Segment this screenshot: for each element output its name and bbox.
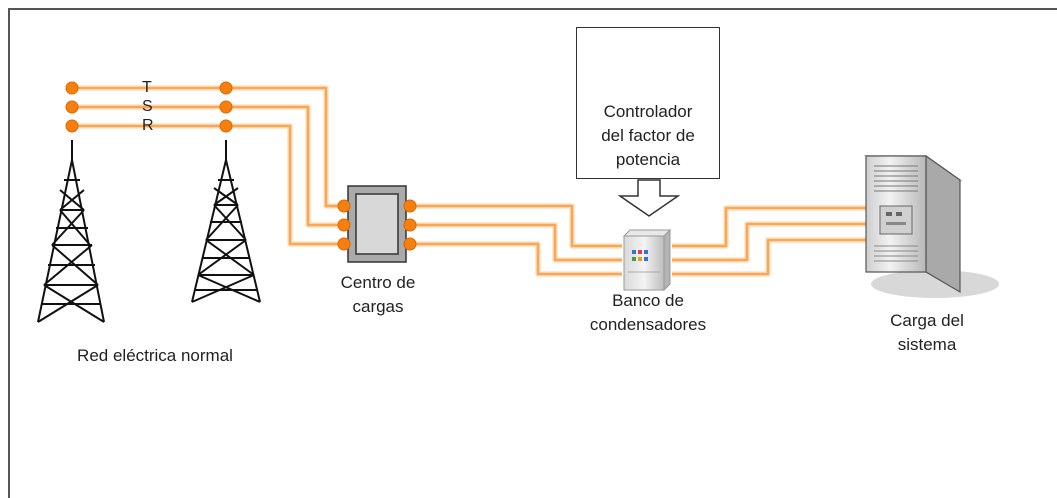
phase-label-t: T bbox=[142, 79, 152, 96]
phase-label-r: R bbox=[142, 117, 154, 134]
transmission-tower-icon bbox=[191, 140, 261, 303]
system-load-label-line2: sistema bbox=[897, 335, 957, 354]
controller-label-line3: potencia bbox=[615, 150, 681, 169]
server-rack-icon bbox=[864, 154, 999, 298]
line-nodes bbox=[65, 81, 233, 133]
load-center-panel-icon bbox=[337, 185, 417, 263]
capacitor-bank-cabinet-icon bbox=[622, 228, 672, 292]
transmission-tower-icon bbox=[37, 140, 105, 323]
capacitor-bank-label-line1: Banco de bbox=[612, 291, 684, 310]
controller-label-line2: del factor de bbox=[601, 126, 695, 145]
controller-label-line1: Controlador bbox=[603, 102, 693, 121]
load-center-label-line2: cargas bbox=[352, 297, 404, 316]
phase-label-s: S bbox=[142, 98, 153, 115]
system-load-label-line1: Carga del bbox=[890, 311, 964, 330]
diagram-frame bbox=[8, 8, 1057, 498]
down-arrow-icon bbox=[617, 179, 681, 217]
load-center-label-line1: Centro de bbox=[340, 273, 416, 292]
load-wires bbox=[672, 205, 866, 277]
feeder-wires bbox=[70, 85, 346, 247]
capacitor-bank-label-line2: condensadores bbox=[589, 315, 707, 334]
grid-label: Red eléctrica normal bbox=[77, 346, 233, 365]
controller-box bbox=[576, 27, 720, 179]
capacitor-wires bbox=[408, 203, 622, 277]
